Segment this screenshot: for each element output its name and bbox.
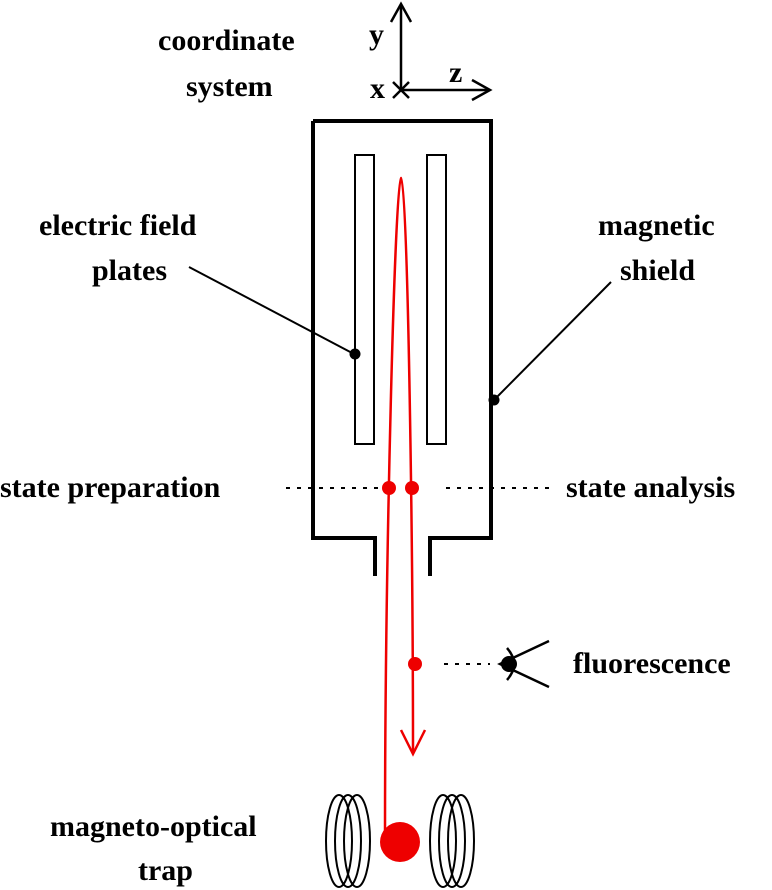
shield-label-line2: shield bbox=[620, 254, 695, 287]
state-analysis-label: state analysis bbox=[566, 471, 735, 504]
mot-label-line2: trap bbox=[138, 854, 193, 887]
shield-label-line1: magnetic bbox=[598, 209, 715, 242]
mot-coils-right bbox=[429, 794, 475, 888]
plates-leader-line bbox=[188, 266, 355, 355]
x-axis-cross-b bbox=[392, 81, 410, 99]
eye-icon bbox=[497, 639, 550, 689]
state-analysis-point bbox=[405, 481, 419, 495]
axis-label-x: x bbox=[370, 72, 385, 105]
axis-label-z: z bbox=[449, 56, 462, 89]
fluorescence-point bbox=[408, 657, 422, 671]
shield-leader-line bbox=[493, 281, 612, 401]
coordinate-label-line2: system bbox=[186, 70, 273, 103]
mot-atom-cloud bbox=[380, 822, 420, 862]
electric-field-plate-left bbox=[354, 154, 375, 445]
electric-field-plate-right bbox=[426, 154, 447, 445]
fluorescence-label: fluorescence bbox=[573, 647, 731, 680]
mot-label-line1: magneto-optical bbox=[50, 810, 257, 843]
coordinate-system: coordinate system y x z bbox=[158, 1, 493, 105]
state-preparation-label: state preparation bbox=[0, 471, 221, 504]
plates-label-line1: electric field bbox=[39, 209, 197, 242]
z-axis-arrowhead bbox=[471, 78, 493, 102]
atom-trajectory bbox=[383, 176, 415, 837]
trajectory-arrowhead bbox=[399, 729, 427, 757]
magnetic-shield bbox=[311, 119, 493, 576]
state-preparation-point bbox=[382, 481, 396, 495]
shield-leader-dot bbox=[488, 394, 500, 406]
plates-leader-dot bbox=[349, 348, 361, 360]
y-axis-arrowhead bbox=[389, 1, 413, 23]
plates-label-line2: plates bbox=[92, 254, 167, 287]
axis-label-y: y bbox=[369, 18, 384, 51]
mot-coils-left bbox=[325, 794, 371, 888]
coordinate-label-line1: coordinate bbox=[158, 24, 295, 57]
